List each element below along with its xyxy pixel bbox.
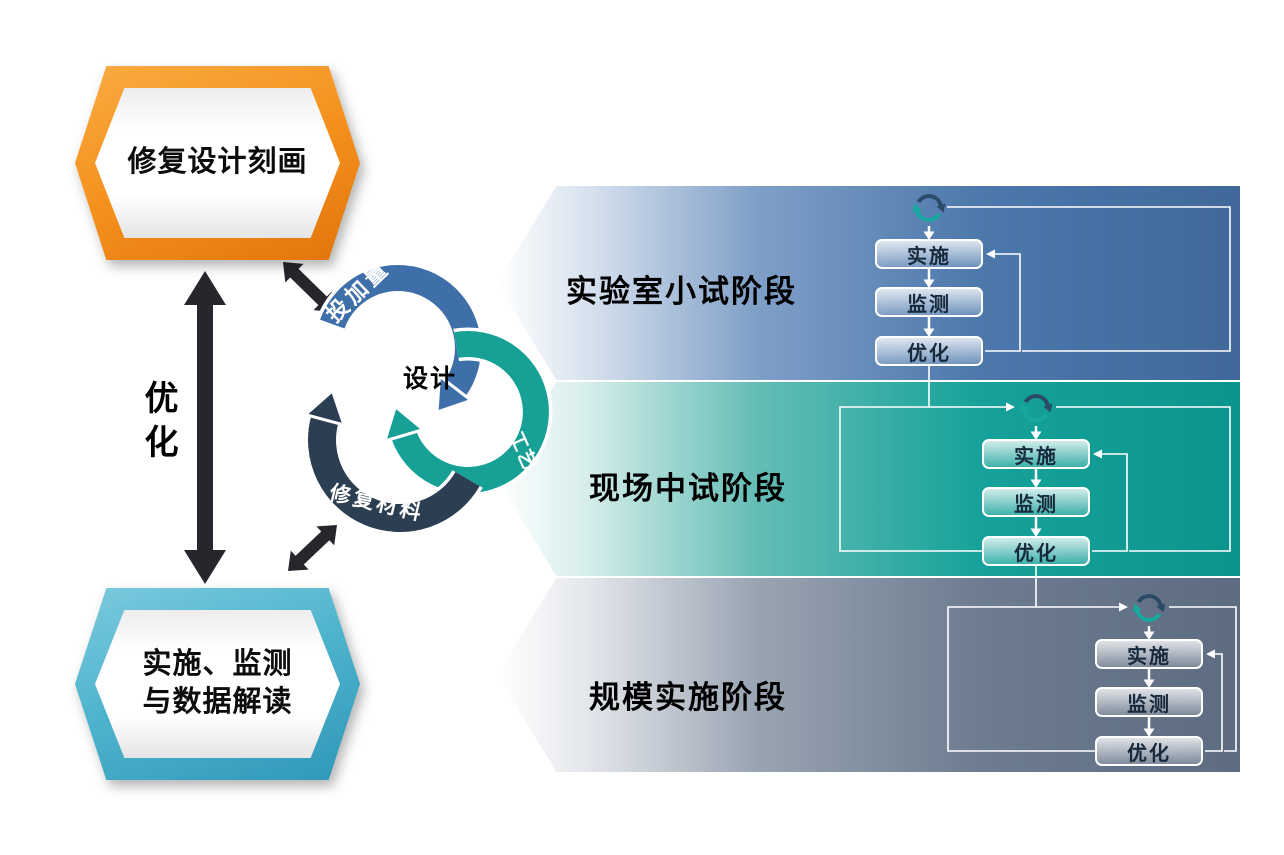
design-center-label: 设计 [403, 365, 458, 393]
step-box-monitor: 监测 [982, 487, 1090, 517]
implementation-label-line1: 实施、监测 [142, 648, 293, 681]
implementation-label-line2: 与数据解读 [142, 686, 293, 718]
step-box-optimize: 优化 [875, 336, 983, 366]
stage-title-lab: 实验室小试阶段 [566, 274, 797, 309]
cycle-icon [1019, 394, 1053, 422]
link-double-arrow-bottom-icon [288, 525, 337, 571]
teal-hexagon-panel: 实施、监测 与数据解读 [95, 610, 340, 758]
step-box-implement: 实施 [1095, 639, 1203, 669]
step-box-optimize: 优化 [982, 536, 1090, 566]
orange-hexagon-panel: 修复设计刻画 [95, 88, 340, 238]
material-arrowhead-icon [302, 388, 347, 428]
step-box-monitor: 监测 [1095, 687, 1203, 717]
cycle-icon [1132, 594, 1166, 622]
step-box-implement: 实施 [875, 239, 983, 269]
construction-arrowhead-icon [382, 404, 427, 444]
step-box-optimize: 优化 [1095, 736, 1203, 766]
design-characterization-label: 修复设计刻画 [127, 146, 308, 179]
stage-title-field: 现场中试阶段 [589, 471, 787, 506]
stage-title-scale: 规模实施阶段 [589, 680, 787, 715]
material-arc-label: 修复材料 [327, 481, 427, 526]
step-box-monitor: 监测 [875, 287, 983, 317]
optimize-label: 优化 [139, 380, 177, 468]
design-characterization-box: 修复设计刻画 [75, 66, 360, 260]
optimize-double-arrow-icon [184, 271, 226, 584]
cycle-icon [912, 194, 946, 222]
step-box-implement: 实施 [982, 439, 1090, 469]
implementation-monitoring-box: 实施、监测 与数据解读 [75, 588, 360, 780]
